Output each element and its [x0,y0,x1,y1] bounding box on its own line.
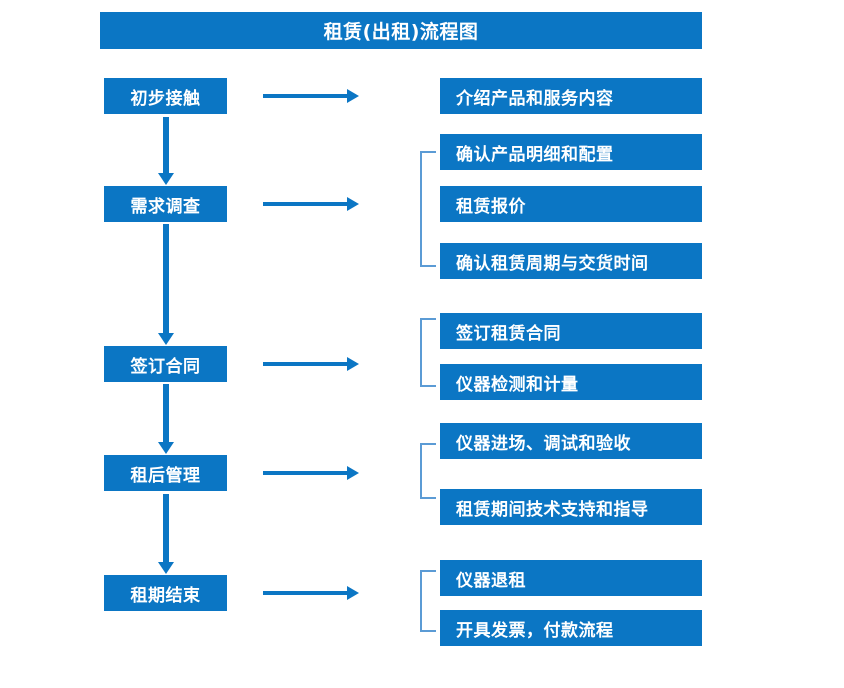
stage-box-initial-contact: 初步接触 [104,78,227,114]
horizontal-arrow-icon [263,195,359,213]
detail-box-rental-quote: 租赁报价 [440,186,702,222]
stage-box-rental-end: 租期结束 [104,575,227,611]
detail-box-instrument-return: 仪器退租 [440,560,702,596]
horizontal-arrow-icon [263,584,359,602]
detail-box-instrument-arrival-commissioning: 仪器进场、调试和验收 [440,423,702,459]
detail-box-confirm-spec: 确认产品明细和配置 [440,134,702,170]
detail-box-sign-rental-contract: 签订租赁合同 [440,313,702,349]
horizontal-arrow-icon [263,464,359,482]
detail-box-instrument-inspection: 仪器检测和计量 [440,364,702,400]
flowchart-title: 租赁(出租)流程图 [100,12,702,49]
stage-box-sign-contract: 签订合同 [104,346,227,382]
detail-box-confirm-period-delivery: 确认租赁周期与交货时间 [440,243,702,279]
horizontal-arrow-icon [263,87,359,105]
stage-box-post-rental-management: 租后管理 [104,455,227,491]
bracket-connector-icon [420,443,436,499]
bracket-connector-icon [420,570,436,632]
detail-box-introduce-products: 介绍产品和服务内容 [440,78,702,114]
detail-box-invoice-payment: 开具发票，付款流程 [440,610,702,646]
vertical-arrow-icon [156,117,176,185]
stage-box-needs-survey: 需求调查 [104,186,227,222]
horizontal-arrow-icon [263,355,359,373]
vertical-arrow-icon [156,224,176,345]
detail-box-technical-support: 租赁期间技术支持和指导 [440,489,702,525]
vertical-arrow-icon [156,494,176,574]
vertical-arrow-icon [156,384,176,454]
bracket-connector-icon [420,151,436,267]
bracket-connector-icon [420,318,436,387]
